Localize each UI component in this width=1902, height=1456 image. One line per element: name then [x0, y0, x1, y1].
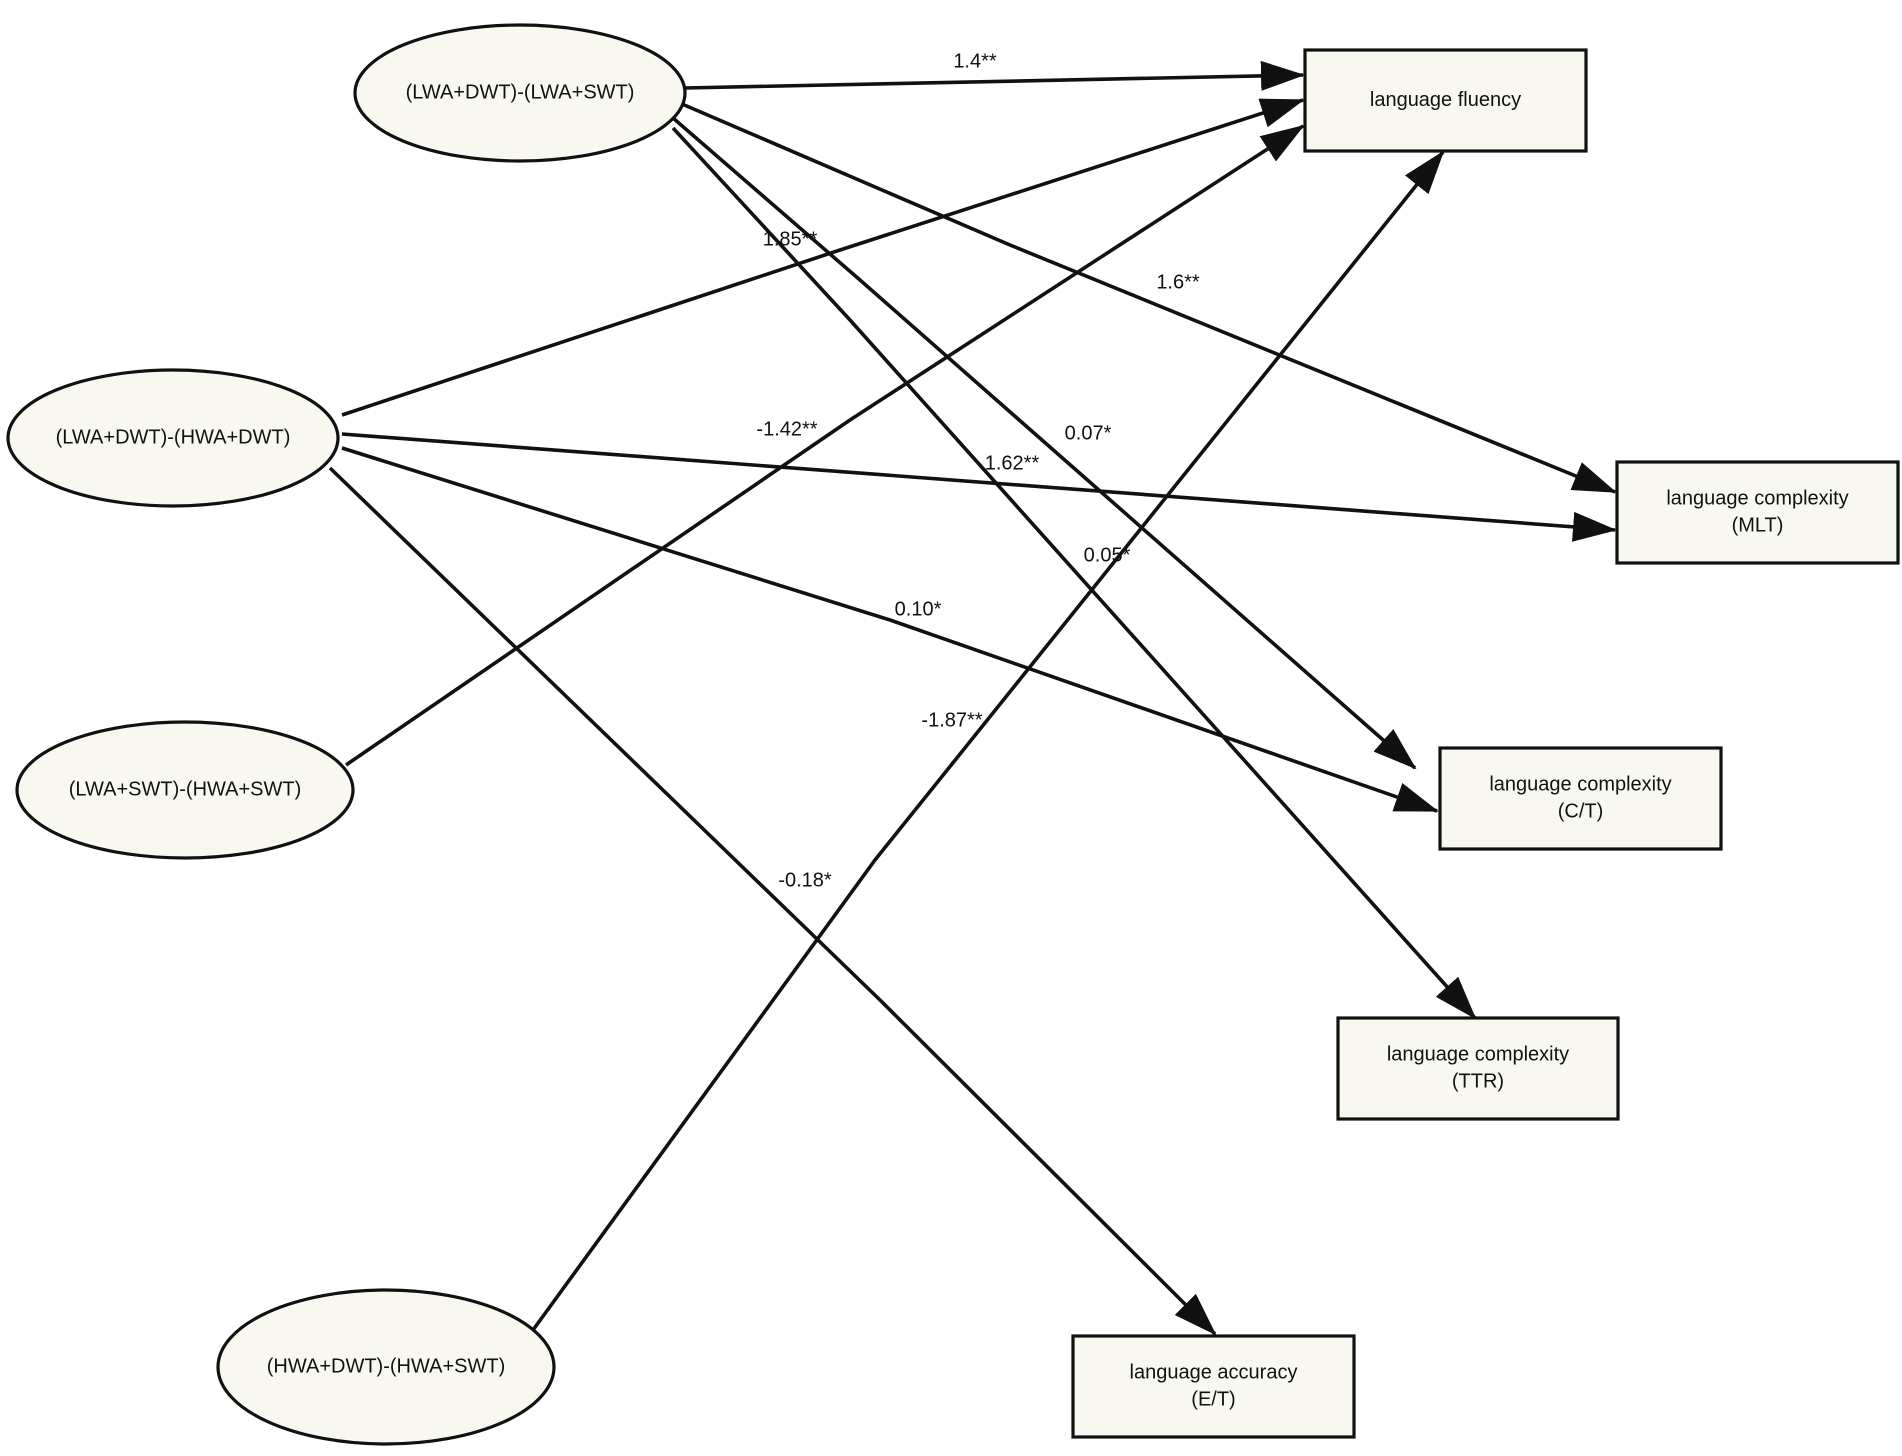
node-ellipse: [353, 23, 687, 163]
edge-label-lwa-dwt-lwa-swt-to-language-complexity-mlt: 1.6**: [1156, 271, 1200, 293]
node-label: (HWA+DWT)-(HWA+SWT): [267, 1355, 505, 1377]
edge-arrow-hwa-dwt-hwa-swt-to-language-fluency: [531, 150, 1445, 1332]
node-label: language complexity: [1387, 1043, 1569, 1065]
node-label: language fluency: [1370, 89, 1521, 111]
edge-label-lwa-dwt-lwa-swt-to-language-complexity-ct: 0.07*: [1065, 422, 1112, 444]
edge-arrow-lwa-dwt-lwa-swt-to-language-fluency: [684, 60, 1305, 91]
edges: [328, 60, 1617, 1336]
node-box: [1438, 746, 1723, 851]
node-language-fluency: language fluency: [1303, 48, 1588, 153]
edge-label-lwa-dwt-hwa-dwt-to-language-complexity-mlt: 1.62**: [985, 452, 1040, 474]
node-label: (MLT): [1732, 514, 1784, 536]
edge-arrow-lwa-dwt-lwa-swt-to-language-complexity-ttr: [671, 126, 1477, 1020]
node-hwa-dwt-hwa-swt: (HWA+DWT)-(HWA+SWT): [216, 1288, 556, 1446]
node-language-complexity-ttr: language complexity (TTR): [1336, 1016, 1620, 1121]
edge-arrow-lwa-dwt-hwa-dwt-to-language-accuracy-et: [328, 466, 1217, 1336]
node-ellipse: [216, 1288, 556, 1446]
node-label: (LWA+DWT)-(LWA+SWT): [406, 81, 635, 103]
node-label: (C/T): [1558, 800, 1604, 822]
node-lwa-dwt-hwa-dwt: (LWA+DWT)-(HWA+DWT): [6, 368, 340, 508]
edge-label-lwa-dwt-lwa-swt-to-language-fluency: 1.4**: [953, 50, 997, 72]
node-box: [1615, 460, 1900, 565]
edge-arrow-lwa-dwt-lwa-swt-to-language-complexity-ct: [671, 116, 1417, 770]
edge-label-hwa-dwt-hwa-swt-to-language-fluency: -1.87**: [921, 709, 982, 731]
edge-arrow-lwa-dwt-lwa-swt-to-language-complexity-mlt: [681, 102, 1617, 494]
node-lwa-dwt-lwa-swt: (LWA+DWT)-(LWA+SWT): [353, 23, 687, 163]
edge-arrow-lwa-dwt-hwa-dwt-to-language-complexity-mlt: [341, 432, 1617, 542]
node-language-complexity-mlt: language complexity (MLT): [1615, 460, 1900, 565]
node-language-accuracy-et: language accuracy (E/T): [1071, 1334, 1356, 1439]
edge-label-lwa-dwt-hwa-dwt-to-language-accuracy-et: -0.18*: [778, 869, 832, 891]
edge-label-lwa-dwt-hwa-dwt-to-language-fluency: 1.85**: [763, 228, 818, 250]
node-language-complexity-ct: language complexity (C/T): [1438, 746, 1723, 851]
edge-label-lwa-dwt-hwa-dwt-to-language-complexity-ct: 0.10*: [895, 598, 942, 620]
edge-labels: 1.4** 1.6** 0.07* 0.05* 1.85** 1.62** 0.10* -0.…: [756, 50, 1199, 891]
node-box: [1071, 1334, 1356, 1439]
edge-arrow-lwa-dwt-hwa-dwt-to-language-fluency: [341, 98, 1305, 417]
edge-label-lwa-swt-hwa-swt-to-language-fluency: -1.42**: [756, 418, 817, 440]
node-label: (E/T): [1191, 1388, 1235, 1410]
edge-arrow-lwa-swt-hwa-swt-to-language-fluency: [344, 124, 1305, 767]
edge-label-lwa-dwt-lwa-swt-to-language-complexity-ttr: 0.05*: [1084, 544, 1131, 566]
node-label: (TTR): [1452, 1070, 1504, 1092]
node-label: language complexity: [1666, 487, 1848, 509]
node-box: [1303, 48, 1588, 153]
node-ellipse: [15, 720, 355, 860]
node-label: language complexity: [1489, 773, 1671, 795]
node-lwa-swt-hwa-swt: (LWA+SWT)-(HWA+SWT): [15, 720, 355, 860]
nodes: (LWA+DWT)-(LWA+SWT) (LWA+DWT)-(HWA+DWT) (L…: [6, 23, 1900, 1446]
node-label: language accuracy: [1130, 1361, 1298, 1383]
node-label: (LWA+DWT)-(HWA+DWT): [56, 426, 291, 448]
node-box: [1336, 1016, 1620, 1121]
node-label: (LWA+SWT)-(HWA+SWT): [69, 778, 302, 800]
edge-arrow-lwa-dwt-hwa-dwt-to-language-complexity-ct: [341, 446, 1439, 813]
node-ellipse: [6, 368, 340, 508]
